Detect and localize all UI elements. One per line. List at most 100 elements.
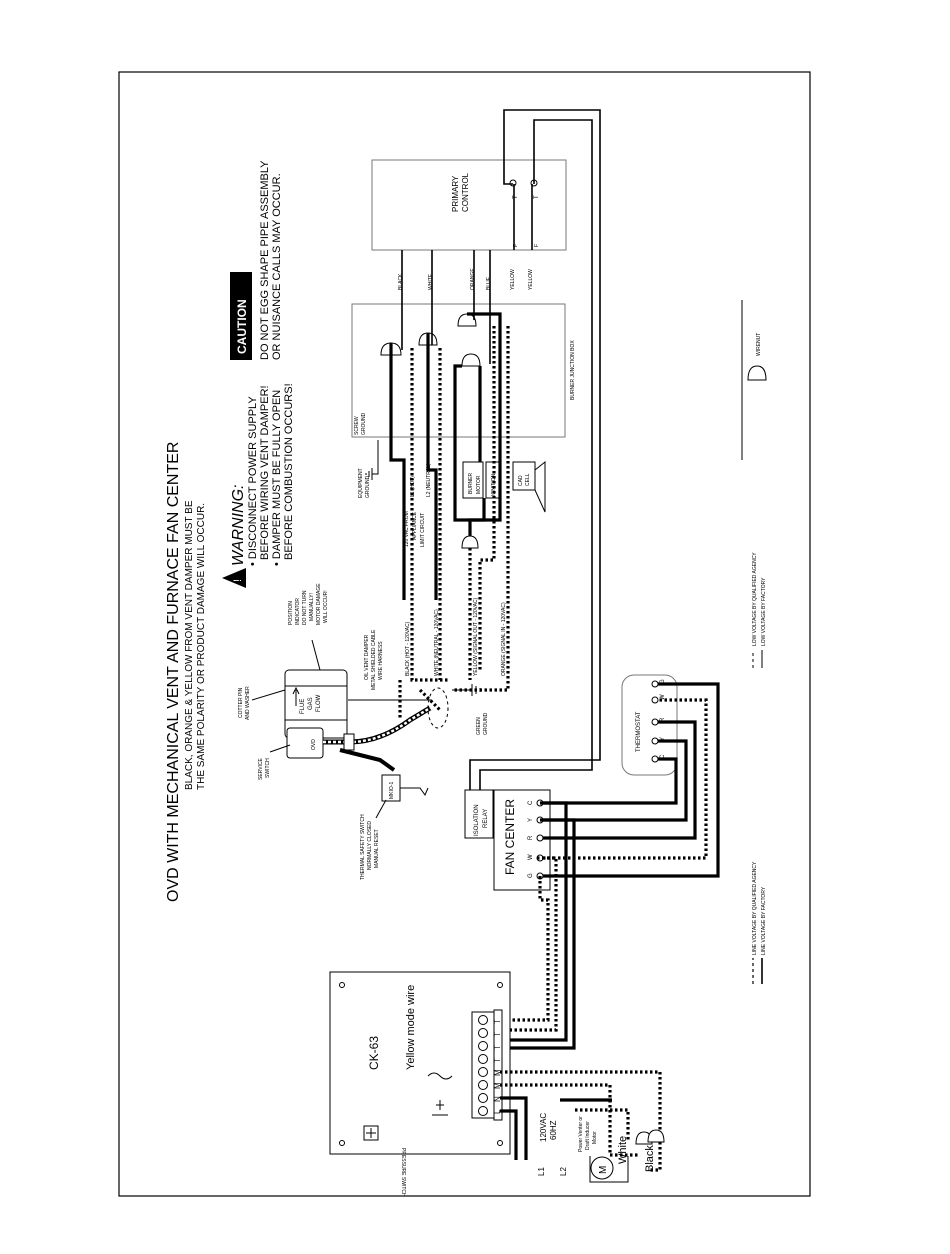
subtitle-line-1: BLACK, ORANGE & YELLOW FROM VENT DAMPER …: [184, 500, 195, 790]
legend-low-factory: LOW VOLTAGE BY FACTORY: [761, 577, 767, 646]
primary-control: PRIMARY CONTROL T T F F BLACK WHITE ORAN…: [371, 159, 567, 290]
vac-from-label-1: 120 VAC FROM: [404, 511, 410, 547]
position-label-4: MANUALLY!: [309, 593, 315, 621]
primary-control-label-2: CONTROL: [461, 172, 470, 212]
diagram-title: OVD WITH MECHANICAL VENT AND FURNACE FAN…: [165, 442, 182, 903]
ck63-terminal-n: N: [493, 1096, 502, 1102]
ovd-damper-assembly: FLUE GAS FLOW OVD MKIO-1 COTTER PIN AND …: [238, 583, 432, 880]
terminal-f-label-2: F: [534, 244, 540, 247]
service-switch-label-2: SWITCH: [265, 758, 271, 778]
l1-label: L1: [537, 1167, 546, 1176]
equipment-ground-icon: [365, 452, 379, 480]
burner-motor-box: [462, 461, 484, 499]
warning-exclamation: !: [232, 579, 244, 582]
l2-neutral-label: L2 (NEUTRAL): [426, 463, 432, 497]
cad-cell-housing: [534, 460, 546, 513]
harness-yellow-label: YELLOW (SIGNAL OUT - 120VAC): [473, 597, 479, 676]
legend-low-agency: LOW VOLTAGE BY QUALIFIED AGENCY: [752, 552, 758, 646]
fan-terminal-g: G: [528, 873, 534, 878]
wirenut-legend-icon: [747, 365, 767, 381]
warning-line-2: BEFORE WIRING VENT DAMPER!: [259, 385, 271, 560]
position-label-1: POSITION: [288, 601, 294, 625]
position-label-5: MOTOR DAMAGE: [316, 583, 322, 625]
page-border: [118, 71, 811, 1197]
caution-block: CAUTION DO NOT EGG SHAPE PIPE ASSEMBLY O…: [230, 160, 283, 360]
harness-connector: [343, 733, 355, 751]
flue-label-2: GAS: [308, 697, 314, 710]
thermostat-terminal-r: R: [660, 717, 666, 722]
legend-top: LOW VOLTAGE BY QUALIFIED AGENCY LOW VOLT…: [741, 300, 767, 668]
motor-label-3: Motor: [592, 1131, 598, 1144]
ovd-motor-box: [286, 727, 324, 759]
position-label-3: DO NOT TURN: [302, 590, 308, 625]
ck63-control: CK-63 Yellow mode wire PRESSURE SWITCH L…: [329, 971, 511, 1197]
thermostat-terminal: [651, 696, 659, 704]
wire-label-orange: ORANGE: [470, 268, 476, 290]
ck63-terminal-m2: M: [493, 1069, 502, 1076]
legend-line-agency: LINE VOLTAGE BY QUALIFIED AGENCY: [752, 861, 758, 955]
pressure-switch-icon: [432, 1100, 448, 1116]
subtitle-line-2: THE SAME POLARITY OR PRODUCT DAMAGE WILL…: [196, 503, 207, 790]
isolation-relay-label-2: RELAY: [483, 809, 489, 828]
thermostat-label: THERMOSTAT: [636, 711, 642, 752]
thermostat: THERMOSTAT C Y R W G: [621, 674, 678, 776]
tss-label: MKIO-1: [389, 782, 395, 799]
caution-badge: [230, 272, 252, 360]
caution-line-1: DO NOT EGG SHAPE PIPE ASSEMBLY: [259, 160, 271, 360]
motor-label-1: Power Venter or: [578, 1116, 584, 1152]
wirenut-icon: [461, 353, 481, 367]
flue-label-3: FLOW: [316, 694, 322, 712]
service-switch-label-1: SERVICE: [258, 757, 264, 780]
harness-white-label: WHITE (NEUTRAL - 120VAC): [434, 609, 440, 676]
legend-line-factory: LINE VOLTAGE BY FACTORY: [761, 886, 767, 955]
inducer-motor-icon: [590, 1156, 614, 1180]
thermostat-terminal-c: C: [660, 754, 666, 759]
green-ground-label-1: GREEN: [476, 717, 482, 735]
fan-terminal-y: Y: [528, 818, 534, 822]
white-wire-label: White: [617, 1136, 629, 1164]
harness-labels: OIL VENT DAMPER METAL SHIELDED CABLE WIR…: [364, 597, 507, 735]
fan-terminal-r: R: [528, 835, 534, 840]
caution-line-2: OR NUISANCE CALLS MAY OCCUR.: [271, 173, 283, 360]
thermostat-wiring: [543, 682, 720, 878]
burner-motor-label-2: MOTOR: [476, 475, 482, 494]
harness-black-label: BLACK (HOT - 120VAC): [405, 621, 411, 676]
thermal-switch-label-1: THERMAL SAFETY SWITCH: [360, 814, 366, 880]
harness-label-2: METAL SHIELDED CABLE: [371, 629, 377, 690]
yellow-mode-label: Yellow mode wire: [405, 985, 417, 1070]
warning-heading: WARNING:: [230, 485, 247, 566]
thermostat-terminal-y: Y: [660, 737, 666, 741]
wire-label-yellow-2: YELLOW: [528, 269, 534, 290]
terminal-t-label-1: T: [513, 195, 519, 199]
equipment-ground-label-2: GROUND: [365, 475, 371, 498]
warning-line-4: BEFORE COMBUSTION OCCURS!: [283, 383, 295, 560]
cad-cell-label-1: CAD: [518, 475, 524, 486]
terminal-t-1: [509, 179, 517, 187]
green-ground-label-2: GROUND: [483, 712, 489, 735]
screw-ground-label-2: GROUND: [361, 412, 367, 435]
equipment-ground-label-1: EQUIPMENT: [358, 468, 364, 498]
wire-label-white: WHITE: [428, 273, 434, 290]
fan-center: ISOLATION RELAY FAN CENTER G W R Y C: [464, 789, 551, 891]
tss-cable: [339, 748, 396, 772]
cotter-label-2: AND WASHER: [245, 686, 251, 720]
thermostat-terminal-g: G: [660, 679, 666, 684]
position-label-2: INDICATOR: [295, 598, 301, 625]
green-ground-icon: [452, 684, 481, 696]
line-voltage-label-1: 120VAC: [539, 1113, 548, 1142]
ck63-terminal-m1: M: [493, 1082, 502, 1089]
ck63-terminal-t4: T: [493, 1019, 502, 1024]
vac-from-label-3: LIMIT CIRCUIT: [420, 513, 426, 547]
fan-center-label: FAN CENTER: [503, 799, 517, 875]
warning-line-3: • DAMPER MUST BE FULLY OPEN: [271, 390, 283, 566]
motor-label-2: Draft Inducer: [585, 1121, 591, 1150]
line-voltage-label-2: 60HZ: [549, 1120, 558, 1140]
caution-heading: CAUTION: [235, 299, 249, 354]
thermostat-box: [621, 674, 678, 776]
burner-motor-label-1: BURNER: [468, 472, 474, 494]
burner-junction-box: BURNER JUNCTION BOX SCREW GROUND BURNER …: [351, 303, 576, 547]
cotter-label-1: COTTER PIN: [238, 687, 244, 718]
ck63-terminal-t1: T: [493, 1058, 502, 1063]
terminal-t-label-2: T: [534, 195, 540, 199]
